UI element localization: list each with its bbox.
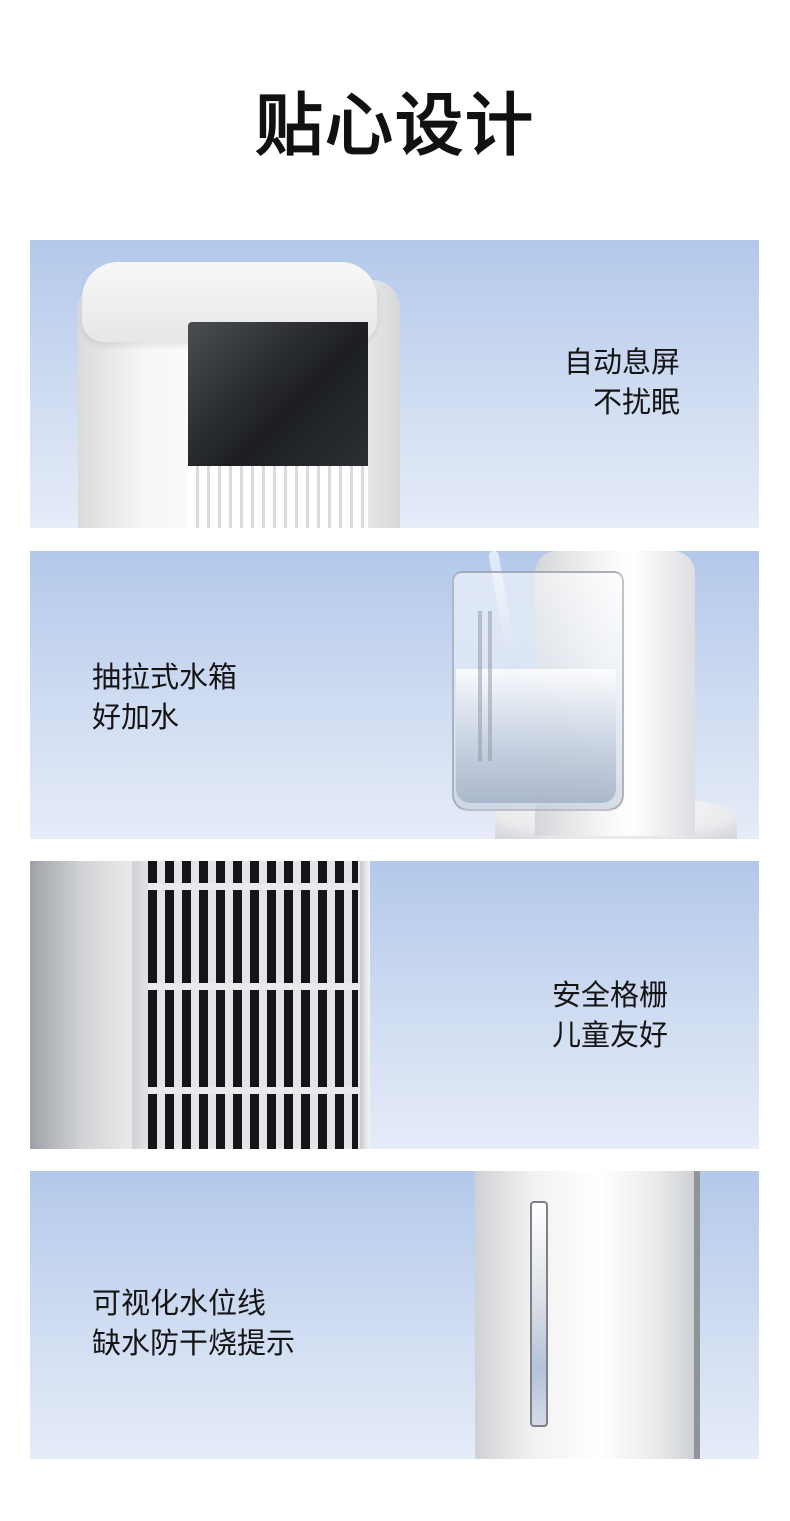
feature-caption: 可视化水位线 缺水防干烧提示 bbox=[92, 1283, 392, 1363]
page-title: 贴心设计 bbox=[254, 87, 535, 166]
feature-caption-line-2: 不扰眠 bbox=[592, 385, 680, 419]
feature-caption-line-2: 好加水 bbox=[92, 700, 180, 734]
feature-caption: 自动息屏 不扰眠 bbox=[460, 342, 680, 422]
feature-caption: 安全格栅 儿童友好 bbox=[552, 975, 732, 1055]
tank-rod bbox=[478, 611, 482, 761]
feature-caption: 抽拉式水箱 好加水 bbox=[92, 657, 352, 737]
grille-bar bbox=[148, 883, 358, 890]
product-grill bbox=[188, 466, 368, 528]
tank-rod bbox=[488, 611, 492, 761]
feature-panel-safety-grille: 安全格栅 儿童友好 bbox=[30, 861, 759, 1149]
feature-caption-line-2: 缺水防干烧提示 bbox=[92, 1326, 296, 1360]
grille-edge bbox=[360, 861, 370, 1149]
feature-caption-line-1: 可视化水位线 bbox=[92, 1286, 267, 1320]
feature-panel-water-level: 可视化水位线 缺水防干烧提示 bbox=[30, 1171, 759, 1459]
product-display-screen bbox=[188, 322, 368, 478]
product-side bbox=[30, 861, 140, 1149]
tank-water bbox=[456, 669, 616, 803]
feature-caption-line-1: 抽拉式水箱 bbox=[92, 660, 238, 694]
feature-caption-line-1: 安全格栅 bbox=[552, 978, 669, 1012]
feature-caption-line-2: 儿童友好 bbox=[552, 1018, 669, 1052]
water-level-window bbox=[530, 1201, 548, 1427]
feature-panel-pull-out-tank: 抽拉式水箱 好加水 bbox=[30, 551, 759, 839]
feature-caption-line-1: 自动息屏 bbox=[563, 345, 680, 379]
product-edge bbox=[694, 1171, 700, 1459]
grille-bar bbox=[148, 983, 358, 990]
feature-panel-auto-screen-off: 自动息屏 不扰眠 bbox=[30, 240, 759, 528]
product-body bbox=[475, 1171, 700, 1459]
grille-bar bbox=[148, 1087, 358, 1094]
grille-slots bbox=[148, 861, 358, 1149]
